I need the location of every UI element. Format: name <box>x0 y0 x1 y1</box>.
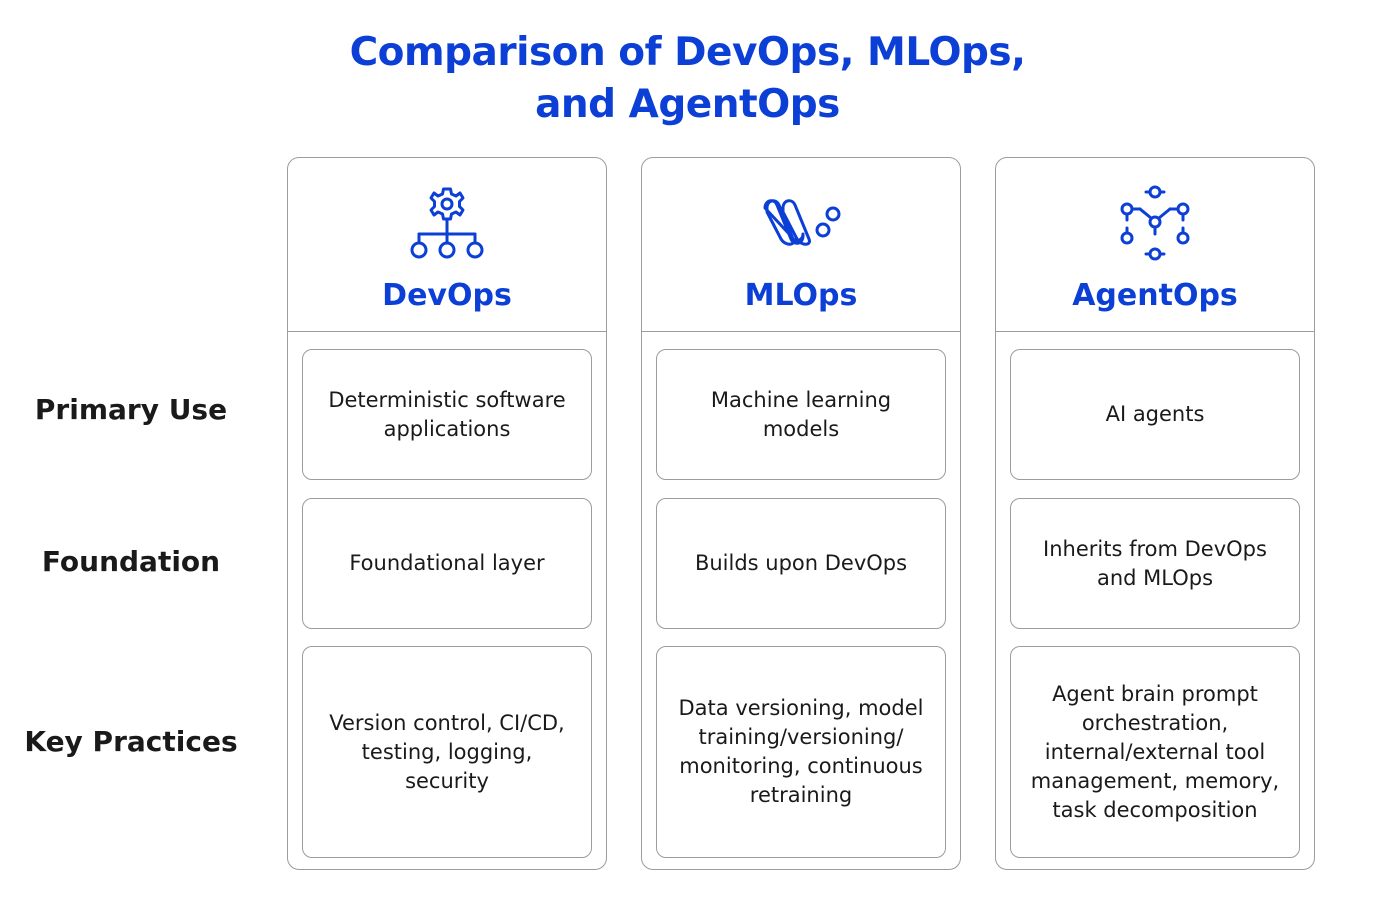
gear-hierarchy-icon <box>410 187 484 259</box>
row-label-key-practices: Key Practices <box>24 725 238 758</box>
column-header-mlops: MLOps <box>642 158 960 332</box>
column-header-devops: DevOps <box>288 158 606 332</box>
column-title-agentops: AgentOps <box>1072 278 1238 313</box>
column-title-mlops: MLOps <box>744 278 858 313</box>
cell-mlops-primary-use: Machine learning models <box>656 349 946 480</box>
column-header-agentops: AgentOps <box>996 158 1314 332</box>
cell-agentops-key-practices: Agent brain prompt orchestration, intern… <box>1010 646 1300 858</box>
column-title-devops: DevOps <box>382 278 512 313</box>
cell-devops-foundation: Foundational layer <box>302 498 592 629</box>
cell-devops-key-practices: Version control, CI/CD, testing, logging… <box>302 646 592 858</box>
column-devops: DevOps Deterministic software applicatio… <box>287 157 607 870</box>
column-agentops: AgentOps AI agents Inherits from DevOps … <box>995 157 1315 870</box>
ml-waves-icon <box>763 199 841 246</box>
cell-agentops-primary-use: AI agents <box>1010 349 1300 480</box>
row-label-foundation: Foundation <box>41 545 221 578</box>
diagram-title-line-2: and AgentOps <box>535 82 840 127</box>
cell-devops-primary-use: Deterministic software applications <box>302 349 592 480</box>
cell-mlops-foundation: Builds upon DevOps <box>656 498 946 629</box>
column-mlops: MLOps Machine learning models Builds upo… <box>641 157 961 870</box>
row-label-primary-use: Primary Use <box>34 393 228 426</box>
diagram-title-line-1: Comparison of DevOps, MLOps, <box>349 30 1026 75</box>
cell-agentops-foundation: Inherits from DevOps and MLOps <box>1010 498 1300 629</box>
cell-mlops-key-practices: Data versioning, model training/versioni… <box>656 646 946 858</box>
agent-network-icon <box>1120 185 1190 261</box>
